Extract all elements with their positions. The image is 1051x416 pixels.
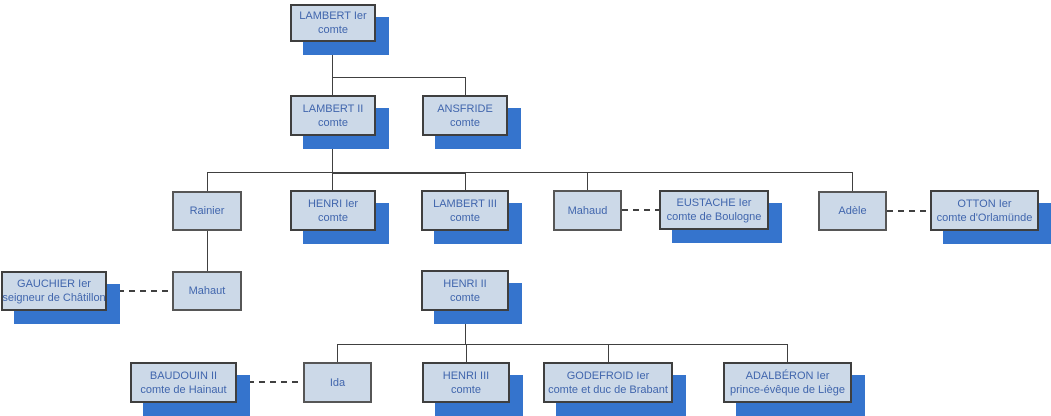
person-name: HENRI II [443,277,487,290]
connector-line-vertical [466,344,467,362]
person-name: GAUCHIER Ier [17,278,91,290]
person-node-lambert-1[interactable]: LAMBERT Ier comte [290,4,376,42]
connector-line-vertical [465,77,466,95]
connector-line-vertical [332,172,333,190]
connector-line-vertical [852,172,853,191]
marriage-dashed-line [237,381,303,383]
person-node-mahaud[interactable]: Mahaud [553,190,622,231]
person-node-gauchier[interactable]: GAUCHIER Ier seigneur de Châtillon [1,271,107,311]
person-title: comte de Hainaut [140,383,227,396]
connector-line-horizontal [332,77,466,78]
person-name: HENRI III [442,369,490,382]
person-node-eustache[interactable]: EUSTACHE Ier comte de Boulogne [659,190,769,230]
person-title: comte [318,211,348,224]
connector-line-vertical [207,172,208,191]
person-name: BAUDOUIN II [149,369,218,382]
person-name: HENRI Ier [307,197,359,210]
connector-line-vertical [207,230,208,271]
person-name: Mahaud [567,204,608,217]
person-name: GODEFROID Ier [566,369,650,382]
person-title: seigneur de Châtillon [2,292,106,304]
connector-line-vertical [587,172,588,190]
person-node-mahaut[interactable]: Mahaut [172,271,242,311]
connector-line-vertical [465,311,466,345]
person-title: comte [318,116,348,129]
connector-line-vertical [332,42,333,95]
connector-line-vertical [787,344,788,362]
person-name: ADALBÉRON Ier [745,369,830,382]
connector-line-horizontal [207,172,853,173]
connector-line-vertical [465,172,466,190]
marriage-dashed-line [887,210,930,212]
person-title: comte et duc de Brabant [548,383,668,396]
person-node-ida[interactable]: Ida [303,362,372,403]
person-title: comte [450,211,480,224]
person-title: prince-évêque de Liège [730,383,845,396]
person-title: comte de Boulogne [666,211,762,223]
person-title: comte d'Orlamünde [936,211,1033,224]
connector-line-horizontal [332,172,466,174]
person-name: Ida [329,376,346,389]
person-title: comte [318,24,348,36]
person-name: OTTON Ier [957,197,1012,210]
connector-line-vertical [337,344,338,362]
person-title: comte [450,291,480,304]
person-name: Rainier [189,205,225,217]
person-node-rainier[interactable]: Rainier [172,191,242,231]
person-name: Adèle [838,205,867,217]
marriage-dashed-line [622,209,659,211]
person-title: comte [451,383,481,396]
connector-line-vertical [332,136,333,173]
connector-line-vertical [608,344,609,362]
person-name: ANSFRIDE [437,102,493,115]
connector-line-horizontal [337,344,788,345]
person-name: EUSTACHE Ier [676,197,752,209]
person-name: LAMBERT II [302,102,364,115]
person-name: LAMBERT III [433,197,497,210]
person-name: LAMBERT Ier [299,10,367,22]
person-node-adele[interactable]: Adèle [818,191,887,231]
person-title: comte [450,116,480,129]
person-name: Mahaut [188,285,226,297]
marriage-dashed-line [107,290,172,292]
